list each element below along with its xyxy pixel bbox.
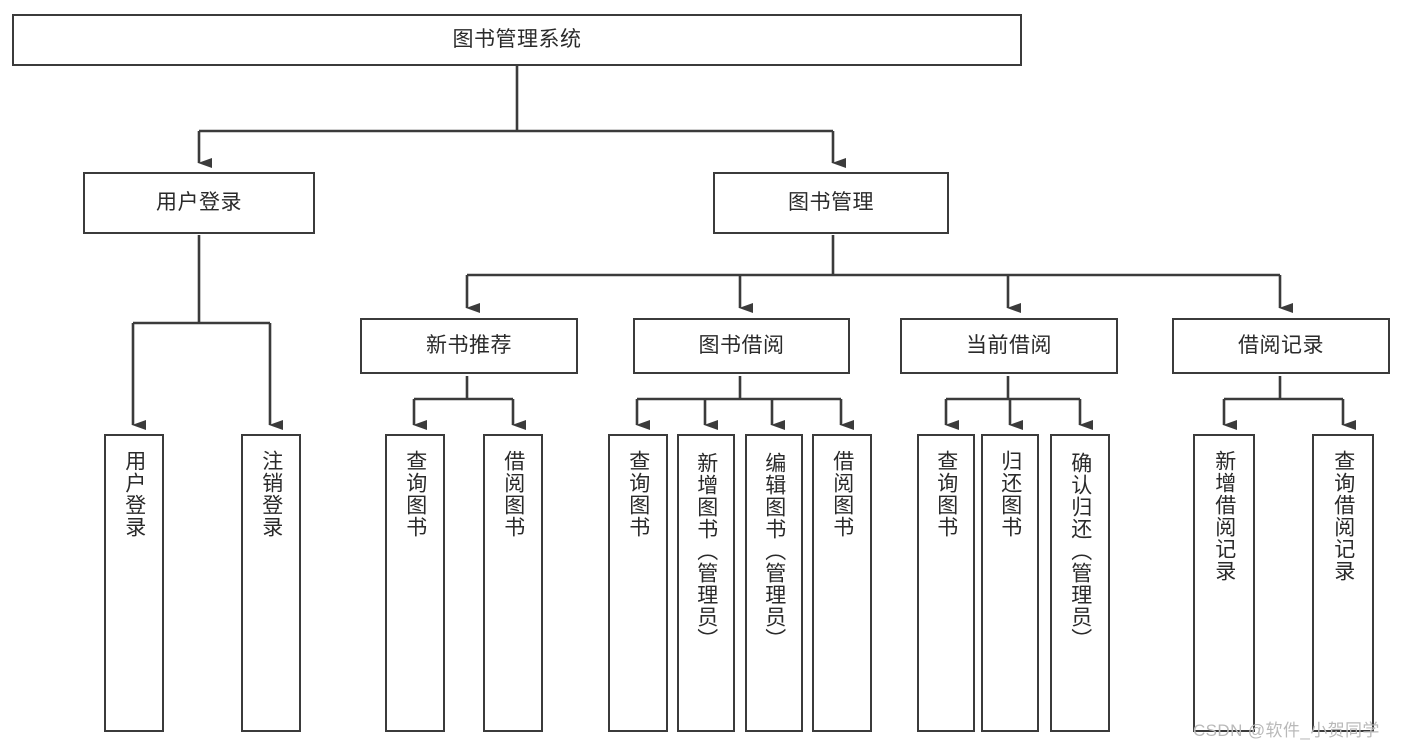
node-label: 借阅记录 [1238, 334, 1324, 358]
node-label: 借阅图书 [501, 450, 525, 538]
node-user-login[interactable]: 用户登录 [83, 172, 315, 234]
leaf-recommend-borrow-book[interactable]: 借阅图书 [483, 434, 543, 732]
leaf-current-confirm-return-admin[interactable]: 确认归还（管理员） [1050, 434, 1110, 732]
node-label: 新增借阅记录 [1212, 450, 1236, 582]
node-root-system[interactable]: 图书管理系统 [12, 14, 1022, 66]
node-label: 借阅图书 [830, 450, 854, 538]
node-label: 当前借阅 [966, 334, 1052, 358]
node-book-management[interactable]: 图书管理 [713, 172, 949, 234]
leaf-borrow-edit-book-admin[interactable]: 编辑图书（管理员） [745, 434, 803, 732]
node-label: 确认归还（管理员） [1068, 452, 1092, 650]
node-current-borrow[interactable]: 当前借阅 [900, 318, 1118, 374]
node-new-book-recommend[interactable]: 新书推荐 [360, 318, 578, 374]
node-label: 注销登录 [259, 450, 283, 538]
leaf-borrow-query-book[interactable]: 查询图书 [608, 434, 668, 732]
node-label: 图书借阅 [698, 334, 785, 358]
leaf-current-return-book[interactable]: 归还图书 [981, 434, 1039, 732]
node-label: 编辑图书（管理员） [762, 452, 786, 650]
node-label: 查询图书 [626, 450, 650, 538]
leaf-user-login[interactable]: 用户登录 [104, 434, 164, 732]
watermark: CSDN @软件_小贺同学 [1193, 721, 1380, 740]
leaf-borrow-borrow-book[interactable]: 借阅图书 [812, 434, 872, 732]
node-borrow-record[interactable]: 借阅记录 [1172, 318, 1390, 374]
leaf-recommend-query-book[interactable]: 查询图书 [385, 434, 445, 732]
node-label: 用户登录 [156, 191, 242, 215]
node-label: 归还图书 [998, 450, 1022, 538]
leaf-user-logout[interactable]: 注销登录 [241, 434, 301, 732]
leaf-record-query-record[interactable]: 查询借阅记录 [1312, 434, 1374, 732]
leaf-current-query-book[interactable]: 查询图书 [917, 434, 975, 732]
node-label: 查询图书 [934, 450, 958, 538]
leaf-borrow-add-book-admin[interactable]: 新增图书（管理员） [677, 434, 735, 732]
node-label: 查询借阅记录 [1331, 450, 1355, 582]
node-label: 图书管理 [788, 191, 874, 215]
node-label: 用户登录 [122, 450, 146, 538]
node-label: 新增图书（管理员） [694, 452, 718, 650]
node-book-borrow[interactable]: 图书借阅 [633, 318, 850, 374]
node-label: 新书推荐 [426, 334, 512, 358]
leaf-record-add-record[interactable]: 新增借阅记录 [1193, 434, 1255, 732]
node-label: 查询图书 [403, 450, 427, 538]
node-label: 图书管理系统 [452, 28, 582, 52]
